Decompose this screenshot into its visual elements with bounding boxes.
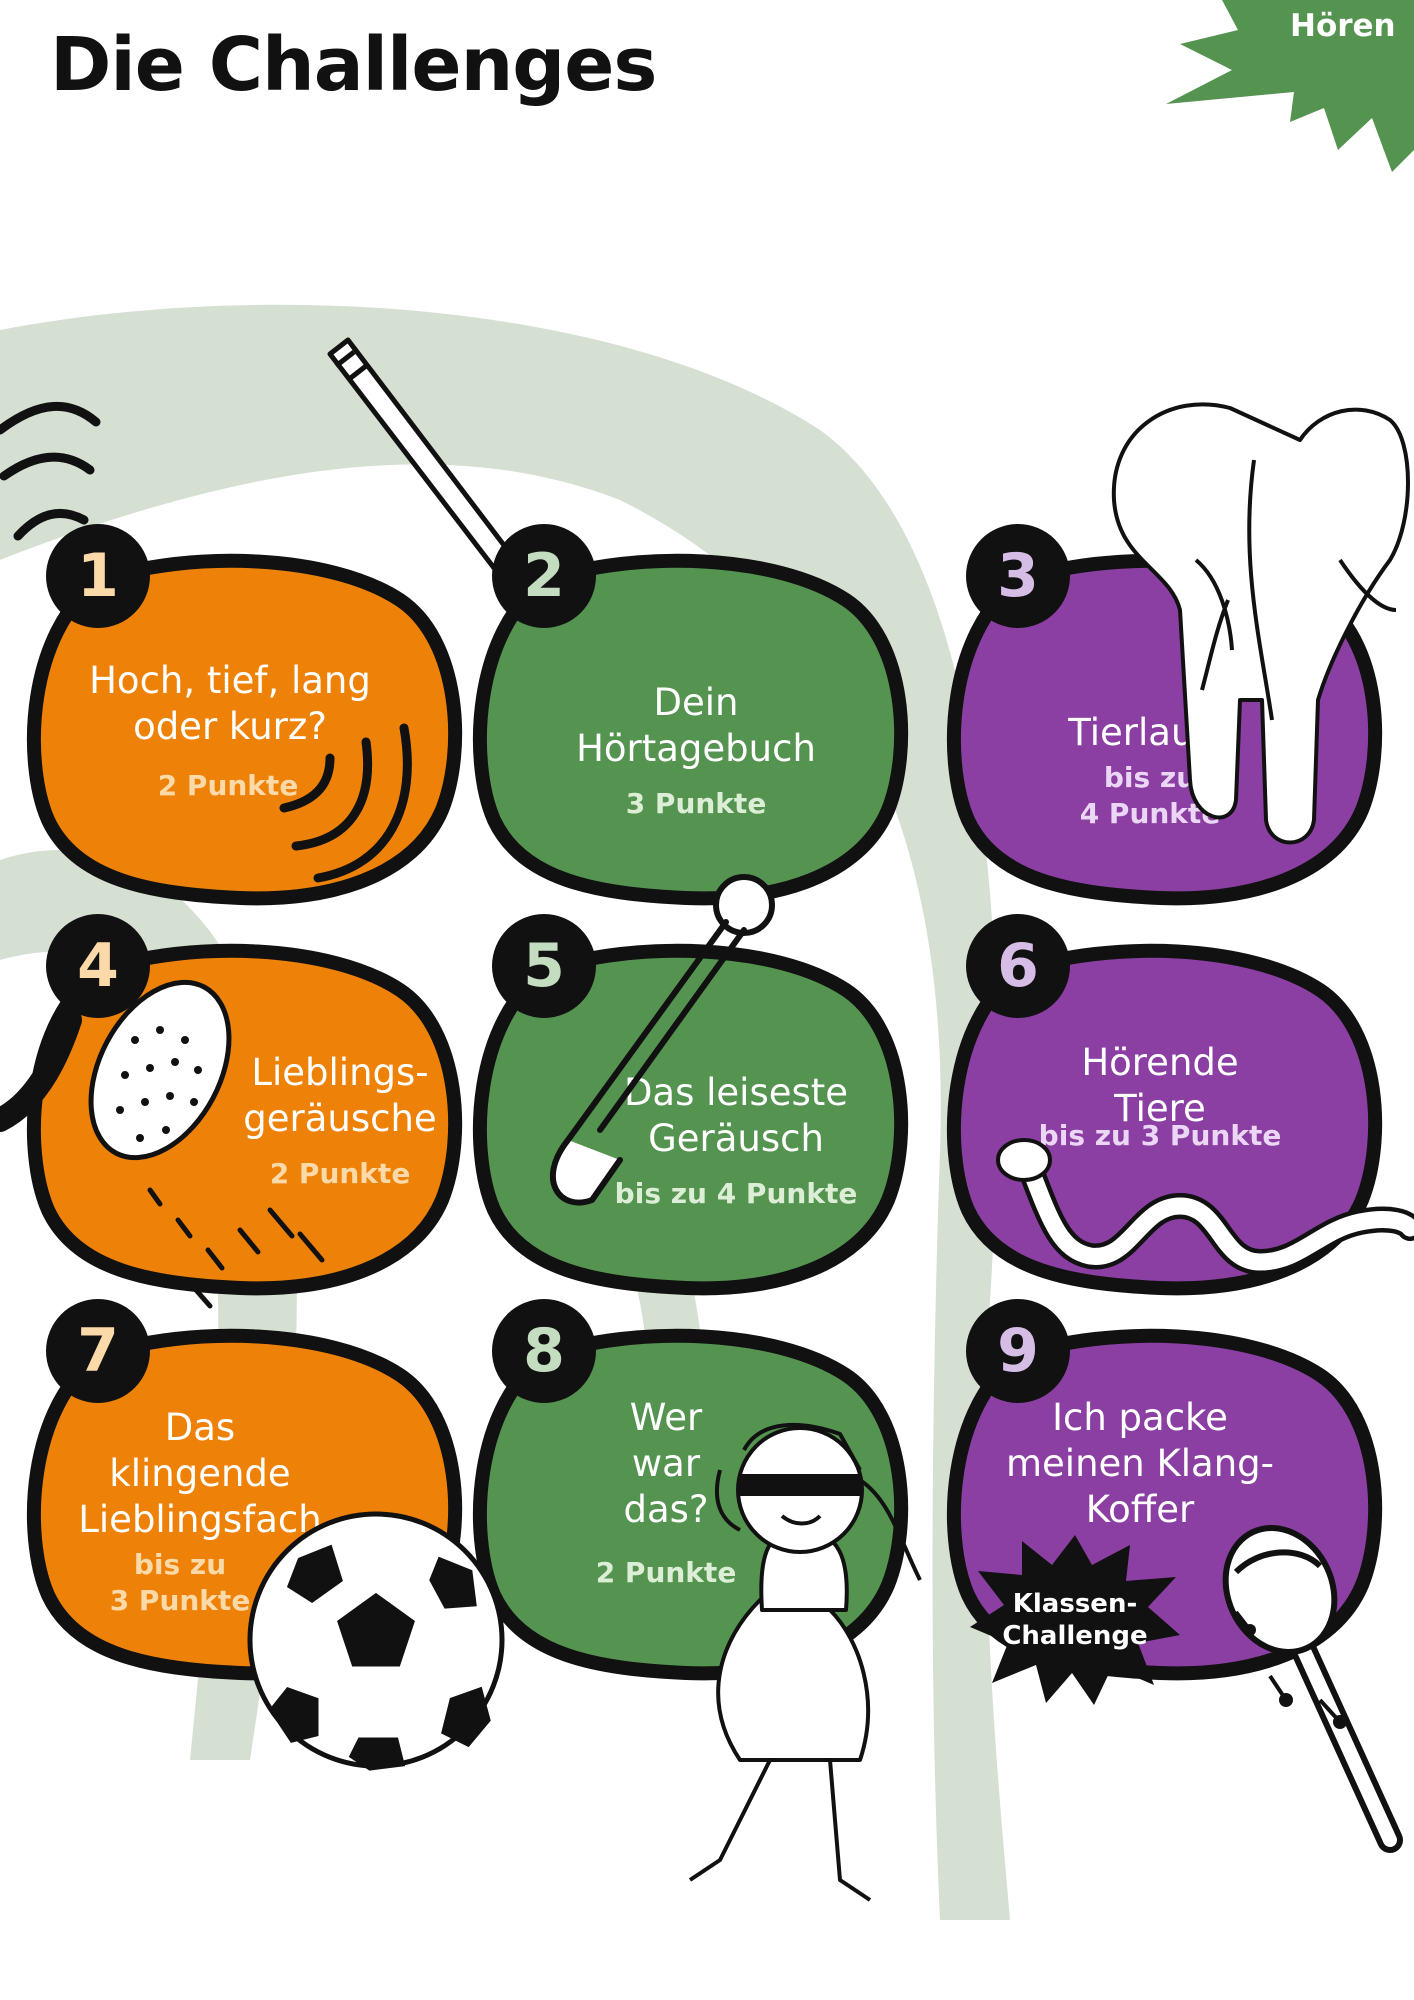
challenge-title: Tierlaute	[1068, 711, 1232, 754]
challenge-points: bis zu 4 Punkte	[614, 1177, 858, 1210]
class-challenge-badge: Klassen- Challenge	[970, 1535, 1180, 1705]
challenge-number: 7	[46, 1299, 150, 1403]
challenge-title: Das klingende Lieblingsfach	[78, 1406, 322, 1541]
challenge-title: Das leiseste Geräusch	[623, 1071, 849, 1160]
challenge-number: 9	[966, 1299, 1070, 1403]
background-swash	[0, 304, 1010, 1920]
challenge-title: Ich packe meinen Klang- Koffer	[1005, 1396, 1274, 1531]
challenge-number: 4	[46, 914, 150, 1018]
challenge-points: 2 Punkte	[595, 1556, 737, 1589]
topic-tag: Hören	[1290, 8, 1396, 44]
challenge-title: Wer war das?	[623, 1396, 709, 1531]
sound-waves-icon	[0, 401, 101, 541]
challenge-points: bis zu 3 Punkte	[1038, 1119, 1282, 1152]
badge-burst	[970, 1535, 1180, 1705]
corner-burst	[1166, 0, 1414, 172]
challenge-title: Hörende Tiere	[1081, 1041, 1239, 1130]
card-blob	[472, 553, 909, 906]
badge-label: Klassen- Challenge	[1002, 1589, 1148, 1651]
challenge-points: bis zu 4 Punkte	[1079, 761, 1221, 830]
challenge-number: 8	[492, 1299, 596, 1403]
challenge-number: 6	[966, 914, 1070, 1018]
challenge-number: 3	[966, 524, 1070, 628]
challenge-points: 2 Punkte	[157, 769, 299, 802]
challenge-points: 2 Punkte	[269, 1157, 411, 1190]
challenge-points: bis zu 3 Punkte	[109, 1548, 251, 1617]
challenge-number: 5	[492, 914, 596, 1018]
challenge-title: Dein Hörtagebuch	[576, 681, 816, 770]
challenge-points: 3 Punkte	[625, 787, 767, 820]
challenge-number: 1	[46, 524, 150, 628]
challenge-number: 2	[492, 524, 596, 628]
page-title: Die Challenges	[50, 22, 657, 108]
challenge-title: Lieblings- geräusche	[243, 1051, 437, 1140]
challenge-title: Hoch, tief, lang oder kurz?	[89, 659, 371, 748]
